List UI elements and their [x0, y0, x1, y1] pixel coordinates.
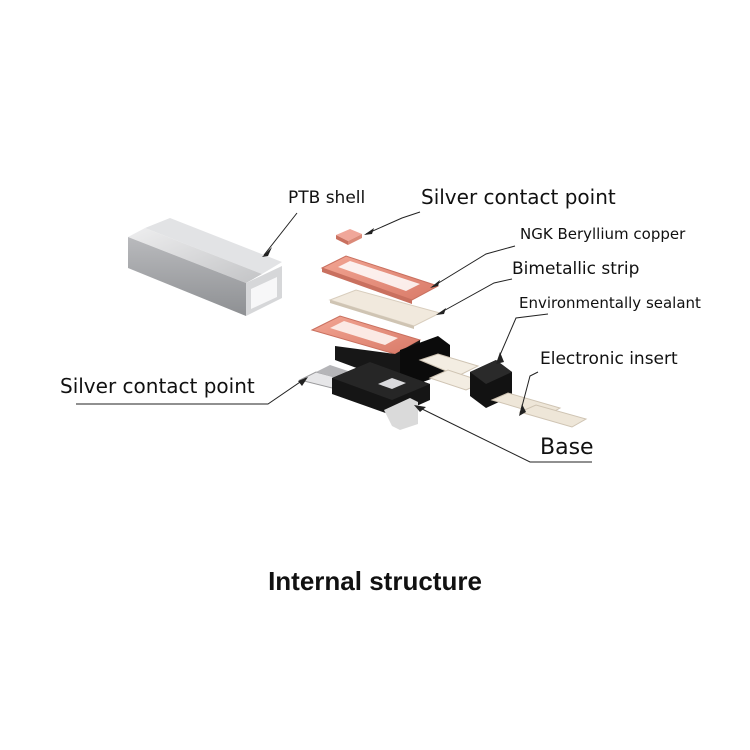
arrowhead-silver-contact-left [298, 377, 308, 386]
ngk-beryllium-copper-part [320, 255, 440, 304]
leader-base [415, 405, 592, 463]
shell-top-face [145, 218, 282, 274]
leader-bimetallic [437, 278, 513, 315]
leader-arrowheads [262, 228, 526, 416]
leader-silver-contact-left [76, 377, 307, 405]
arrowhead-ptb-shell [262, 247, 272, 257]
arrowhead-ngk-copper [430, 280, 440, 288]
label-ptb-shell: PTB shell [288, 188, 366, 208]
arrowhead-silver-contact-top [364, 228, 374, 235]
diagram-caption: Internal structure [268, 566, 482, 596]
silver-contact-top-part [336, 229, 362, 245]
leader-lines [76, 211, 592, 463]
leader-ngk-copper [431, 245, 516, 288]
shell-upper-face [128, 228, 262, 283]
label-base: Base [540, 435, 594, 460]
base-part [298, 362, 430, 430]
arrowhead-base [414, 405, 426, 412]
arrowhead-bimetallic [436, 308, 446, 315]
label-silver-contact-top: Silver contact point [421, 185, 616, 209]
electronic-insert-part [490, 392, 588, 428]
label-electronic-insert: Electronic insert [540, 349, 678, 369]
leader-silver-contact-top [365, 211, 421, 235]
ptb-shell-part [128, 218, 282, 316]
label-environmental-sealant: Environmentally sealant [519, 294, 701, 312]
arrowhead-sealant [496, 352, 504, 364]
leader-ptb-shell [263, 212, 298, 256]
leader-sealant [496, 313, 549, 363]
label-silver-contact-left: Silver contact point [60, 374, 255, 398]
shell-opening [251, 277, 277, 309]
label-ngk-beryllium-copper: NGK Beryllium copper [520, 225, 686, 243]
label-bimetallic-strip: Bimetallic strip [512, 259, 640, 279]
shell-side-face [128, 237, 246, 316]
arrowhead-insert [519, 404, 526, 416]
leader-insert [519, 371, 539, 415]
